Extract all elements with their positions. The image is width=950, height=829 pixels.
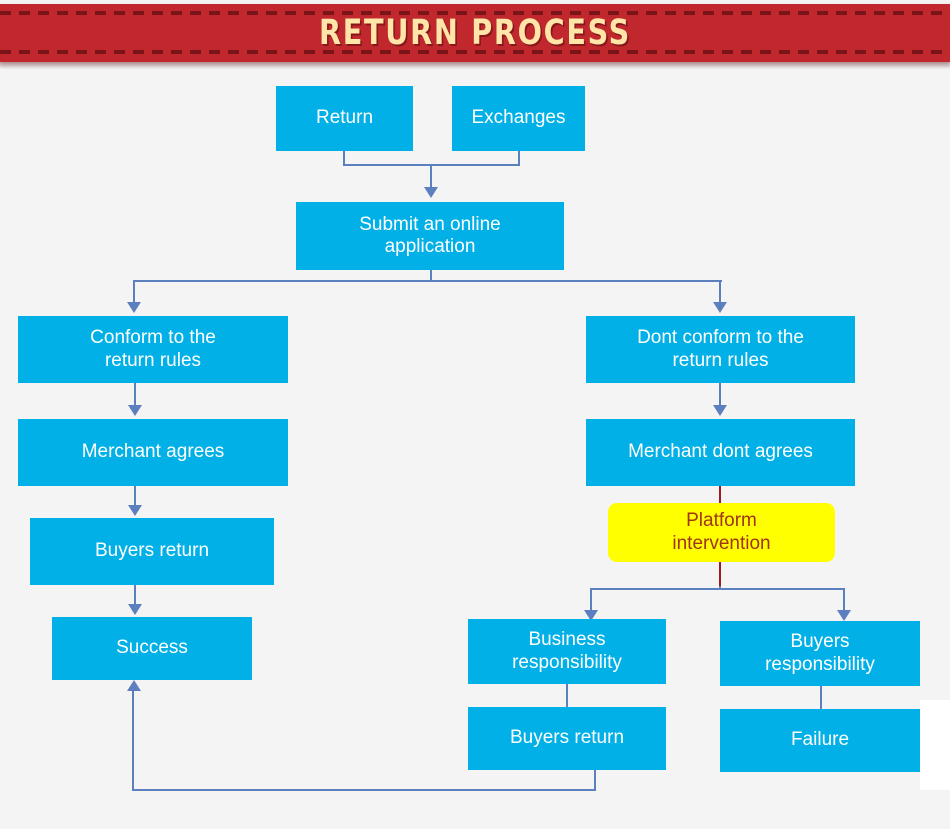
node-buyers-responsibility[interactable]: Buyers responsibility [720, 621, 920, 686]
connector-platform-split-bar [590, 588, 844, 590]
node-success-label: Success [116, 637, 188, 659]
node-merchant-dont-agrees[interactable]: Merchant dont agrees [586, 419, 855, 486]
node-buyers-responsibility-label: Buyers responsibility [765, 631, 875, 675]
node-merchant-agrees-label: Merchant agrees [81, 441, 225, 463]
node-failure[interactable]: Failure [720, 709, 920, 772]
connector-nonconform-to-dontagree [719, 383, 721, 407]
node-exchanges-label: Exchanges [471, 107, 566, 129]
connector-buyersreturn-to-success [134, 585, 136, 607]
node-conform-to-return-rules[interactable]: Conform to the return rules [18, 316, 288, 383]
connector-bizresp-to-buyersreturn [566, 684, 568, 708]
connector-split-left-drop [133, 280, 135, 304]
connector-conform-to-agrees [134, 383, 136, 407]
connector-return-down [343, 151, 345, 166]
arrow-into-conform [127, 302, 141, 313]
node-failure-label: Failure [790, 729, 850, 751]
node-buyers-return-right-label: Buyers return [509, 727, 625, 749]
node-buyers-return-left[interactable]: Buyers return [30, 518, 274, 585]
node-submit-application-label: Submit an online application [359, 213, 501, 257]
connector-feedback-horizontal [132, 789, 596, 791]
arrow-into-merchant-dont-agrees [713, 405, 727, 416]
connector-split-right-drop [719, 280, 721, 304]
node-buyers-return-right[interactable]: Buyers return [468, 707, 666, 770]
arrow-into-buyers-return [128, 505, 142, 516]
node-business-responsibility[interactable]: Business responsibility [468, 619, 666, 684]
node-return-label: Return [315, 107, 374, 129]
node-business-responsibility-label: Business responsibility [512, 629, 622, 673]
arrow-feedback-into-success [127, 680, 141, 691]
node-dont-conform-label: Dont conform to the return rules [637, 327, 804, 371]
connector-platform-right-drop [843, 588, 845, 612]
node-platform-intervention-label: Platform intervention [672, 510, 771, 554]
arrow-into-nonconform [713, 302, 727, 313]
connector-exchanges-down [518, 151, 520, 166]
connector-buyresp-to-failure [820, 686, 822, 710]
node-success[interactable]: Success [52, 617, 252, 680]
background-patch [920, 700, 950, 790]
connector-feedback-up [132, 690, 134, 791]
arrow-into-business-responsibility [584, 610, 598, 621]
banner-dashed-line-top [0, 11, 950, 15]
banner-shadow [0, 62, 950, 69]
banner-dashed-line-bottom [0, 50, 950, 54]
node-return[interactable]: Return [276, 86, 413, 151]
page-title: RETURN PROCESS [319, 13, 631, 53]
connector-merge-stem [430, 164, 432, 189]
connector-submit-down [430, 270, 432, 282]
node-buyers-return-left-label: Buyers return [94, 540, 210, 562]
node-merchant-agrees[interactable]: Merchant agrees [18, 419, 288, 486]
node-conform-label: Conform to the return rules [90, 327, 216, 371]
arrow-into-submit [424, 187, 438, 198]
arrow-into-buyers-responsibility [837, 610, 851, 621]
connector-split-bar [133, 280, 722, 282]
node-submit-application[interactable]: Submit an online application [296, 202, 564, 270]
connector-feedback-down [594, 770, 596, 791]
node-merchant-dont-agrees-label: Merchant dont agrees [628, 441, 813, 463]
node-platform-intervention[interactable]: Platform intervention [608, 503, 835, 562]
node-exchanges[interactable]: Exchanges [452, 86, 585, 151]
connector-platform-left-drop [590, 588, 592, 612]
arrow-into-success [128, 604, 142, 615]
arrow-into-merchant-agrees [128, 405, 142, 416]
connector-agrees-to-buyersreturn [134, 486, 136, 508]
node-dont-conform-to-return-rules[interactable]: Dont conform to the return rules [586, 316, 855, 383]
header-banner: RETURN PROCESS [0, 4, 950, 62]
